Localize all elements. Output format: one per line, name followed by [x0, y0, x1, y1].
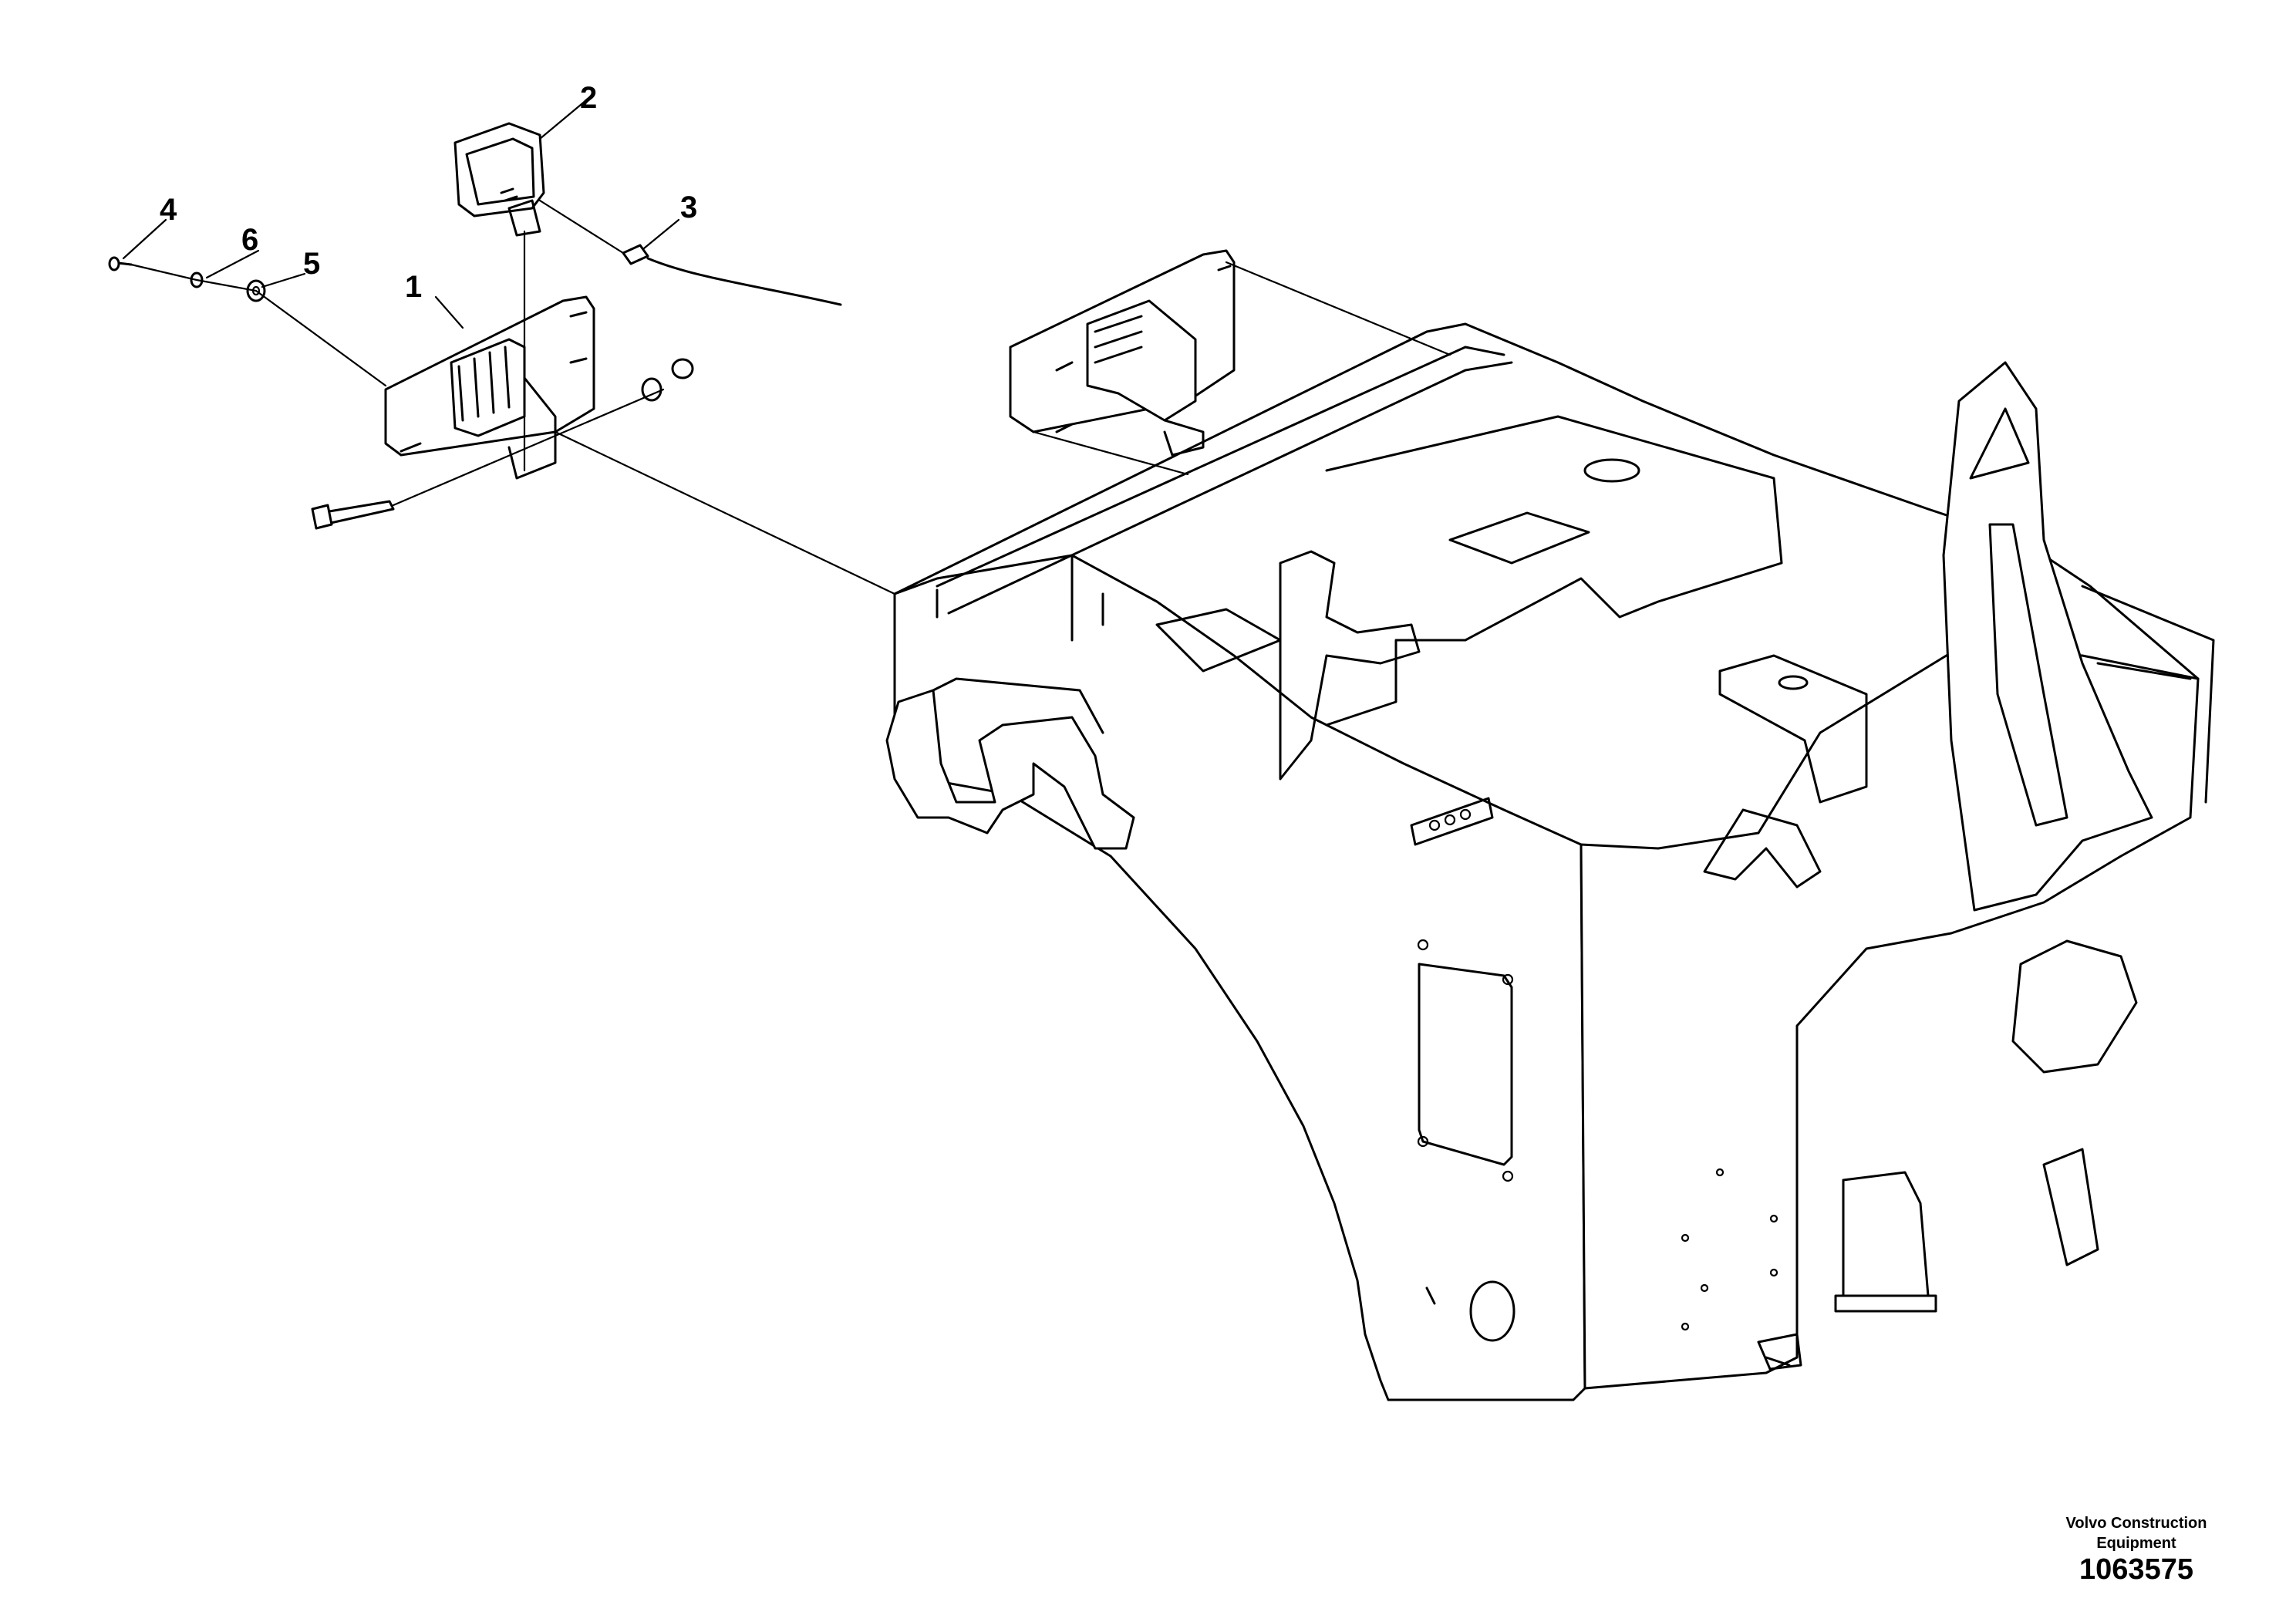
- part-1-bracket: [507, 376, 557, 480]
- frame-ticks: [1425, 1286, 1791, 1367]
- u-bracket: [1703, 808, 1822, 889]
- callout-2: 2: [580, 81, 597, 115]
- long-bolt-head: [311, 504, 333, 530]
- rear-frame: [885, 322, 2215, 1401]
- lifting-eye-hole: [1969, 407, 2030, 480]
- lifting-eye: [1942, 361, 2153, 912]
- lifting-eye-slot: [1988, 523, 2068, 827]
- part-1-studs: [400, 311, 588, 453]
- nut: [671, 358, 694, 379]
- callout-leaders: [122, 99, 680, 329]
- side-round-hole: [1469, 1280, 1515, 1342]
- front-window-sill: [1834, 1294, 1937, 1313]
- side-handle: [2042, 1148, 2099, 1266]
- callout-1: 1: [405, 270, 422, 304]
- part-2-wire-stub: [500, 187, 518, 202]
- side-rail: [2081, 585, 2215, 804]
- brand-caption: Volvo Construction Equipment: [2021, 1513, 2252, 1553]
- top-rail-ribs: [936, 554, 1104, 642]
- callout-4: 4: [160, 193, 177, 227]
- mounted-light-housing: [1086, 299, 1197, 422]
- terminal-plate: [1410, 797, 1494, 846]
- part-1-fins: [457, 346, 511, 422]
- floor-plate: [1325, 415, 1783, 727]
- hitch-bracket: [885, 689, 1135, 850]
- top-rail-inner: [936, 346, 1505, 588]
- exploded-lamp-parts: [108, 122, 842, 530]
- part-3-connector: [622, 244, 649, 265]
- part-3-cable: [646, 257, 842, 306]
- callout-5: 5: [303, 247, 320, 281]
- mounted-light-assembly: [1009, 249, 1236, 457]
- part-2-lamp-mount: [507, 199, 541, 237]
- floor-cutout: [1448, 511, 1590, 565]
- callout-labels: 1 2 3 4 5 6: [160, 81, 697, 304]
- leader-lines: [130, 199, 1451, 595]
- inner-rail: [947, 361, 1513, 615]
- callout-6: 6: [241, 223, 258, 257]
- front-window: [1842, 1171, 1930, 1297]
- angle-bracket: [1718, 654, 1868, 804]
- part-2-lamp-lens: [465, 137, 535, 206]
- mounted-light-studs: [1055, 265, 1232, 433]
- flat-washer: [641, 377, 663, 402]
- brand-line-1: Volvo Construction: [2065, 1515, 2207, 1532]
- side-window: [1418, 963, 1513, 1166]
- mounted-light-fins: [1094, 315, 1143, 364]
- mounted-light-bracket: [1163, 419, 1205, 457]
- lower-tab: [1757, 1333, 1802, 1371]
- hitch-bracket-top: [932, 677, 1104, 734]
- callout-3: 3: [680, 191, 697, 224]
- floor-hole: [1583, 458, 1640, 483]
- brand-line-2: Equipment: [2096, 1535, 2176, 1552]
- drawing-number: 1063575: [2079, 1553, 2193, 1586]
- front-oval-cutout: [2011, 939, 2138, 1074]
- bracket-hole: [1778, 675, 1809, 690]
- inner-bracket: [1279, 550, 1421, 781]
- part-2-work-lamp: [453, 122, 545, 218]
- top-deck-edge: [893, 322, 2200, 680]
